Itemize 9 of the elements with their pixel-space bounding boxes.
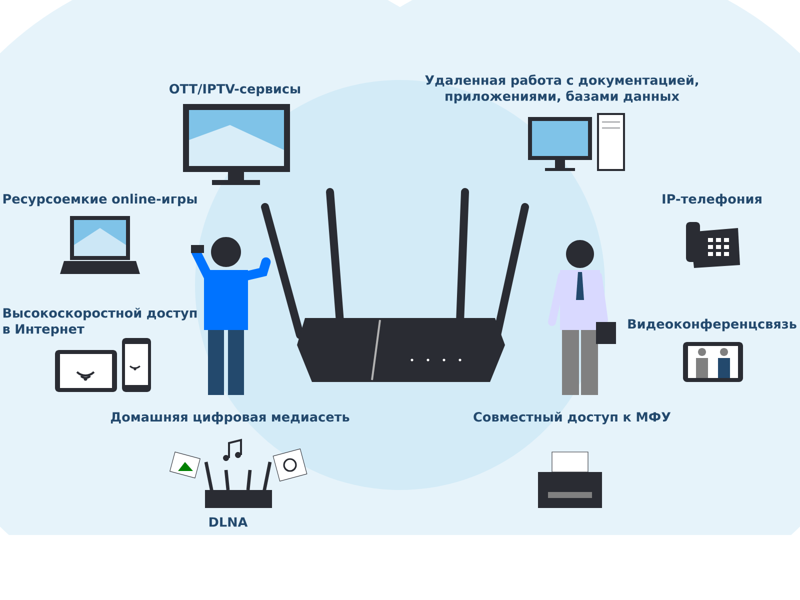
caption: Ресурсоемкие online-игры (3, 194, 197, 206)
caption: IP-телефония (662, 194, 762, 206)
caption: Совместный доступ к МФУ (474, 412, 671, 424)
caption: DLNA (209, 517, 248, 527)
caption: Удаленная работа с документацией, приложениями, базами данных (425, 74, 698, 104)
caption: Видеоконференцсвязь (628, 318, 796, 332)
caption: OTT/IPTV-сервисы (170, 84, 300, 96)
caption: Высокоскоростной доступ в Интернет (3, 308, 197, 336)
caption: Домашняя цифровая медиасеть (110, 412, 350, 424)
